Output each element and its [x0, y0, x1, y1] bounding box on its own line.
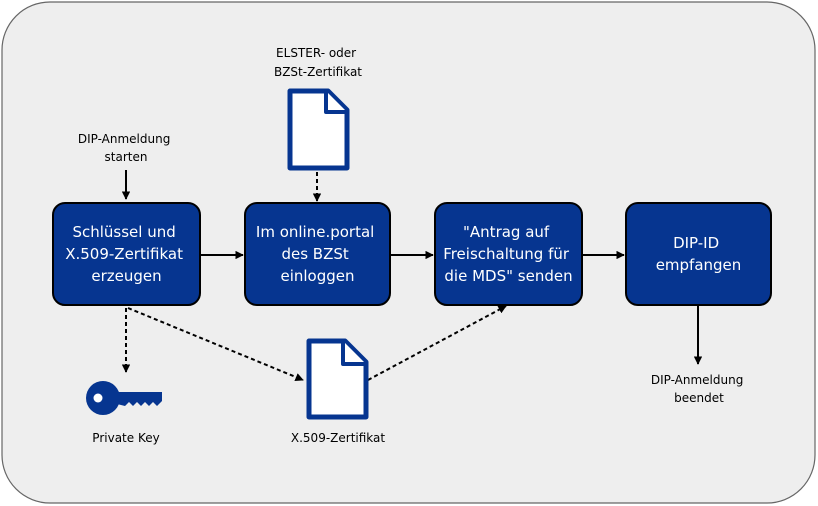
svg-text:"Antrag auf Freischaltun: "Antrag auf Freischaltung für die MDS" s…	[443, 223, 574, 285]
private-key-label-line-1: Private Key	[92, 431, 159, 445]
start-label: DIP-Anmeldung starten	[78, 132, 174, 164]
box-login-line-1: Im online.portal	[256, 223, 374, 241]
box-login-line-3: einloggen	[280, 267, 354, 285]
process-box-keygen: Schlüssel und X.509-Zertifikat erzeugen	[52, 202, 201, 306]
key-icon	[86, 381, 162, 415]
process-box-request: "Antrag auf Freischaltung für die MDS" s…	[434, 202, 583, 306]
box-keygen-line-3: erzeugen	[91, 267, 161, 285]
box-keygen-line-2: X.509-Zertifikat	[65, 245, 183, 263]
box-receive-line-2: empfangen	[656, 256, 742, 274]
document-icon	[306, 338, 369, 420]
box-request-line-2: Freischaltung für	[443, 245, 570, 263]
svg-text:Im online.portal des BZS: Im online.portal des BZSt einloggen	[256, 223, 379, 285]
process-box-login: Im online.portal des BZSt einloggen	[244, 202, 391, 306]
elster-label-line-1: ELSTER- oder	[276, 46, 356, 60]
box-login-line-2: des BZSt	[281, 245, 348, 263]
process-box-receive: DIP-ID empfangen	[625, 202, 772, 306]
box-receive-line-1: DIP-ID	[673, 234, 719, 252]
start-label-line-2: starten	[105, 150, 148, 164]
document-icon	[287, 88, 350, 171]
end-label: DIP-Anmeldung beendet	[651, 373, 747, 405]
box-request-line-3: die MDS" senden	[444, 267, 572, 285]
dashed-arrow-keygen-to-x509	[127, 307, 304, 382]
elster-label: ELSTER- oder BZSt-Zertifikat	[274, 46, 362, 79]
end-label-line-1: DIP-Anmeldung	[651, 373, 743, 387]
private-key-label: Private Key	[92, 431, 159, 445]
x509-label-line-1: X.509-Zertifikat	[291, 431, 385, 445]
box-request-line-1: "Antrag auf	[463, 223, 550, 241]
svg-text:Schlüssel und X.509-Zert: Schlüssel und X.509-Zertifikat erzeugen	[65, 223, 188, 285]
start-label-line-1: DIP-Anmeldung	[78, 132, 170, 146]
end-label-line-2: beendet	[674, 391, 724, 405]
svg-text:DIP-ID empfangen: DIP-ID empfangen	[656, 234, 742, 274]
x509-label: X.509-Zertifikat	[291, 431, 385, 445]
box-keygen-line-1: Schlüssel und	[72, 223, 175, 241]
elster-label-line-2: BZSt-Zertifikat	[274, 65, 362, 79]
dashed-arrow-x509-to-request	[367, 305, 507, 381]
